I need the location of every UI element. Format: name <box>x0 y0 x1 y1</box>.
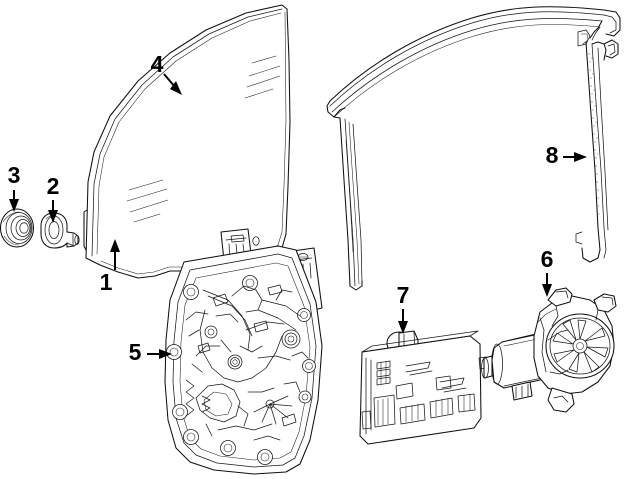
part-7-window-control-module <box>359 330 488 445</box>
callout-3: 3 <box>8 162 21 212</box>
part-5-window-regulator-carrier-plate <box>164 228 323 475</box>
callout-layer: 1 2 3 4 <box>8 51 587 365</box>
part-2-window-guide-bushing-plug <box>40 212 80 249</box>
callout-6: 6 <box>541 246 554 297</box>
callout-4: 4 <box>151 51 182 95</box>
callout-1-label: 1 <box>100 269 113 295</box>
glass-hatching-upper <box>244 55 281 99</box>
module-bottom-connectors <box>373 393 476 428</box>
regulator-mounting-bosses <box>166 275 316 465</box>
module-left-connector-ribs <box>376 360 391 386</box>
callout-4-label: 4 <box>151 51 164 77</box>
regulator-internal-structure <box>185 284 309 441</box>
callout-5: 5 <box>129 339 172 365</box>
part-3-grommet-seal-ring <box>0 208 35 248</box>
callout-7-label: 7 <box>397 282 410 308</box>
part-4-door-window-glass <box>85 4 291 284</box>
callout-5-label: 5 <box>129 339 142 365</box>
part-6-window-lift-motor <box>481 287 617 413</box>
run-channel-stipple-texture <box>588 53 600 231</box>
callout-6-label: 6 <box>541 246 554 272</box>
callout-8-label: 8 <box>546 142 559 168</box>
callout-2: 2 <box>47 173 60 223</box>
glass-hatching-lower <box>126 179 169 223</box>
part-8-window-run-channel-weatherstrip <box>326 6 621 291</box>
callout-7: 7 <box>397 282 410 334</box>
callout-2-label: 2 <box>47 173 60 199</box>
callout-3-label: 3 <box>8 162 21 188</box>
callout-1: 1 <box>100 239 120 295</box>
motor-gear-vanes <box>552 319 609 373</box>
callout-8: 8 <box>546 142 587 168</box>
